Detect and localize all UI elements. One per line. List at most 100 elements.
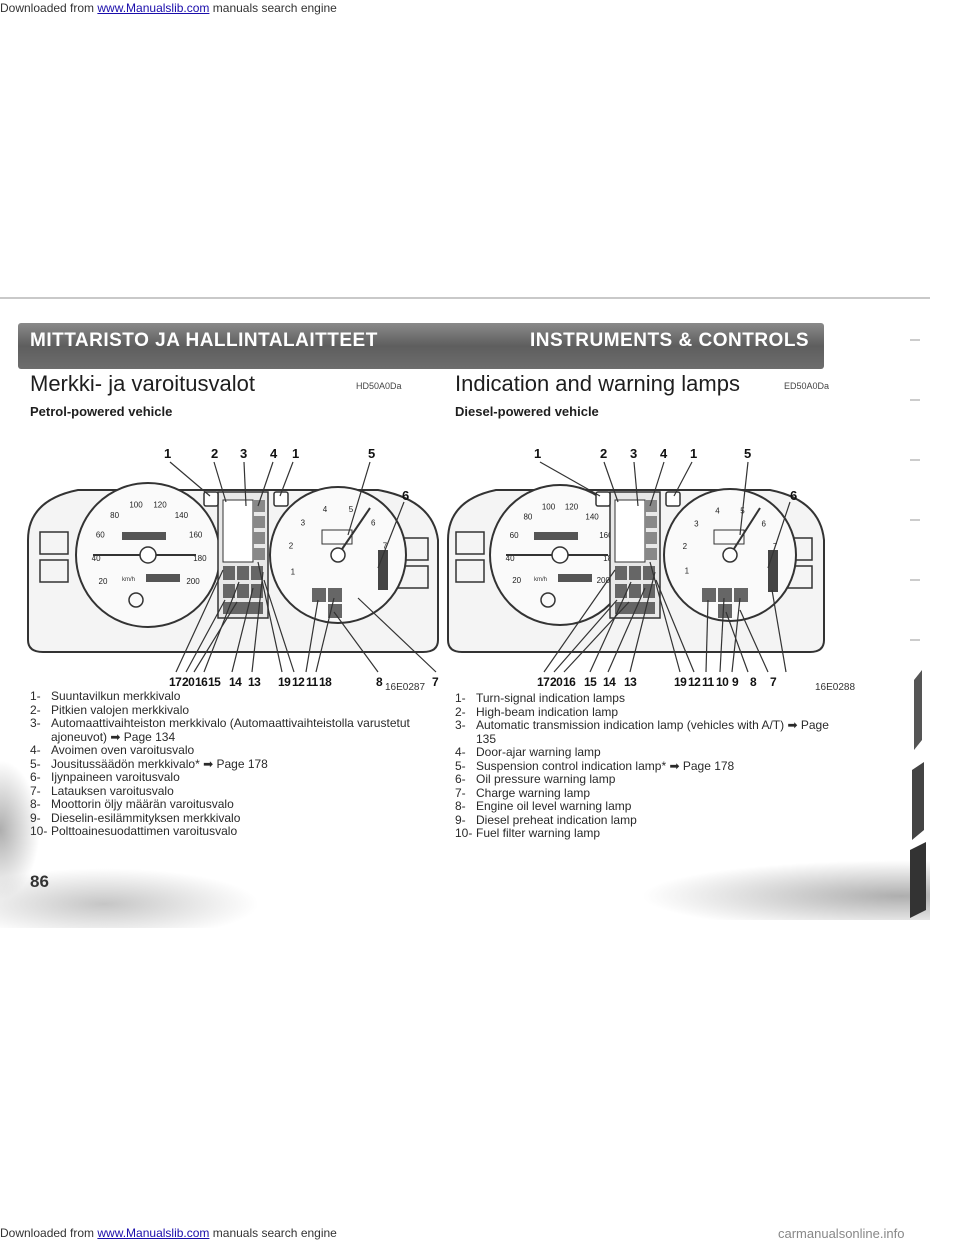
callout-top-1: 1 xyxy=(164,446,171,461)
callout-bottom-19: 19 xyxy=(278,675,291,689)
callout-top-4: 4 xyxy=(660,446,668,461)
download-footer: Downloaded from www.Manualslib.com manua… xyxy=(0,1226,337,1240)
lamp-item-number: 7- xyxy=(455,785,466,800)
gauge-tick-label: 7 xyxy=(383,542,388,551)
lamp-list-item: 8-Engine oil level warning lamp xyxy=(455,799,835,814)
lamp-item-text: Avoimen oven varoitusvalo xyxy=(51,743,195,757)
callout-top-1b: 1 xyxy=(292,446,299,461)
lamp-list-item: 3-Automaattivaihteiston merkkivalo (Auto… xyxy=(30,716,440,744)
lamp-item-text: Door-ajar warning lamp xyxy=(476,745,601,759)
callout-side-6: 6 xyxy=(402,488,409,503)
callout-side-6: 6 xyxy=(790,488,797,503)
callout-bottom-11: 11 xyxy=(306,675,319,689)
speedometer-unit-label: km/h xyxy=(122,577,135,583)
callout-bottom-8: 8 xyxy=(376,675,383,689)
lamp-item-text: Pitkien valojen merkkivalo xyxy=(51,702,190,717)
right-figure-code: 16E0288 xyxy=(815,682,856,693)
lamp-list-item: 7- Charge warning lamp xyxy=(455,785,835,801)
callout-bottom-17: 17 xyxy=(169,675,182,689)
footer-watermark: carmanualsonline.info xyxy=(778,1226,905,1241)
gauge-tick-label: 6 xyxy=(371,518,376,527)
lamp-list-item: 2- Pitkien valojen merkkivalo xyxy=(30,702,440,718)
lamp-item-number: 10- xyxy=(455,826,473,840)
lamp-item-number: 4- xyxy=(455,745,466,759)
gauge-tick-label: 120 xyxy=(153,500,167,509)
callout-top-1: 1 xyxy=(534,446,541,461)
tachometer-needle-icon xyxy=(337,507,371,556)
left-turn-signal-icon xyxy=(203,491,219,507)
callout-top-5: 5 xyxy=(368,446,375,461)
lamp-item-text: Engine oil level warning lamp xyxy=(476,799,632,813)
lamp-list-item: 6-Ijynpaineen varoitusvalo xyxy=(30,770,440,785)
left-side-switch-top xyxy=(39,531,69,555)
speedometer-unit-label: km/h xyxy=(534,577,547,583)
gauge-tick-label: 2 xyxy=(289,542,294,551)
gauge-tick-label: 200 xyxy=(597,576,611,585)
trip-reset-knob-icon xyxy=(128,592,144,608)
callout-bottom-19: 19 xyxy=(674,675,687,689)
callout-top-3: 3 xyxy=(240,446,247,461)
callout-top-2: 2 xyxy=(600,446,607,461)
clock-display-icon xyxy=(321,529,353,545)
scan-shadow-left xyxy=(0,760,40,900)
lamp-list-item: 4-Avoimen oven varoitusvalo xyxy=(30,743,440,758)
gauge-tick-label: 2 xyxy=(683,542,688,551)
gauge-tick-label: 80 xyxy=(110,511,119,520)
lamp-item-text: Dieselin-esilämmityksen merkkivalo xyxy=(51,810,241,825)
lamp-list-item: 2-High-beam indication lamp xyxy=(455,705,835,720)
odometer-icon xyxy=(534,532,578,540)
lamp-item-text: Fuel filter warning lamp xyxy=(476,826,601,840)
banner-prefix: Downloaded from xyxy=(0,1,98,15)
lamp-item-text: Automatic transmission indication lamp (… xyxy=(476,718,829,746)
lamp-list-item: 6-Oil pressure warning lamp xyxy=(455,772,835,787)
gauge-tick-label: 40 xyxy=(92,554,101,563)
gauge-tick-label: 3 xyxy=(694,520,699,529)
header-right-title: INSTRUMENTS & CONTROLS xyxy=(530,330,810,351)
callout-bottom-12: 12 xyxy=(292,675,305,689)
lamp-list-item: 9-Diesel preheat indication lamp xyxy=(455,812,835,828)
callout-bottom-20: 20 xyxy=(182,675,195,689)
scan-shadow-bottom-left xyxy=(0,868,260,928)
gauge-tick-label: 100 xyxy=(129,500,143,509)
gauge-tick-label: 160 xyxy=(189,530,203,539)
fuel-temp-gauge-icon xyxy=(222,499,254,563)
callout-top-3: 3 xyxy=(630,446,637,461)
right-subtitle: Diesel-powered vehicle xyxy=(455,404,599,419)
gauge-tick-label: 4 xyxy=(323,505,328,514)
lamp-item-number: 9- xyxy=(455,812,466,827)
lamp-item-text: Latauksen varoitusvalo xyxy=(51,783,174,798)
lamp-list-item: 8-Moottorin öljy määrän varoitusvalo xyxy=(30,797,440,812)
callout-top-2: 2 xyxy=(211,446,218,461)
gauge-tick-label: 180 xyxy=(193,554,207,563)
lamp-item-number: 2- xyxy=(30,702,41,717)
gauge-tick-label: 140 xyxy=(175,511,189,520)
gauge-tick-label: 1 xyxy=(685,567,690,576)
banner-link[interactable]: www.Manualslib.com xyxy=(97,1,210,15)
left-turn-signal-icon xyxy=(595,491,611,507)
footer-link[interactable]: www.Manualslib.com xyxy=(97,1226,210,1240)
right-section-title: Indication and warning lamps xyxy=(455,371,740,396)
gauge-tick-label: 60 xyxy=(510,531,519,540)
lamp-list-item: 7-Latauksen varoitusvalo xyxy=(30,783,440,799)
lamp-item-number: 1- xyxy=(30,689,41,703)
gauge-tick-label: 6 xyxy=(761,520,766,529)
lamp-item-text: Polttoainesuodattimen varoitusvalo xyxy=(51,824,238,838)
gauge-tick-label: 40 xyxy=(506,554,515,563)
gauge-tick-label: 1 xyxy=(291,567,296,576)
lamp-item-text: Charge warning lamp xyxy=(476,785,591,800)
gauge-tick-label: 60 xyxy=(96,530,105,539)
scan-shadow-bottom-right xyxy=(640,860,930,920)
right-section-code: ED50A0Da xyxy=(784,381,830,391)
header-left-title: MITTARISTO JA HALLINTALAITTEET xyxy=(30,330,378,351)
gauge-tick-label: 140 xyxy=(585,513,599,522)
gauge-tick-label: 100 xyxy=(542,502,556,511)
lamp-item-text: Suuntavilkun merkkivalo xyxy=(51,689,181,703)
callout-bottom-13: 13 xyxy=(248,675,261,689)
red-zone-icon xyxy=(378,550,388,590)
lamp-item-text: Automaattivaihteiston merkkivalo (Automa… xyxy=(51,716,410,744)
clock-display-icon xyxy=(713,529,745,545)
callout-bottom-17: 17 xyxy=(537,675,550,689)
callout-top-5: 5 xyxy=(744,446,751,461)
